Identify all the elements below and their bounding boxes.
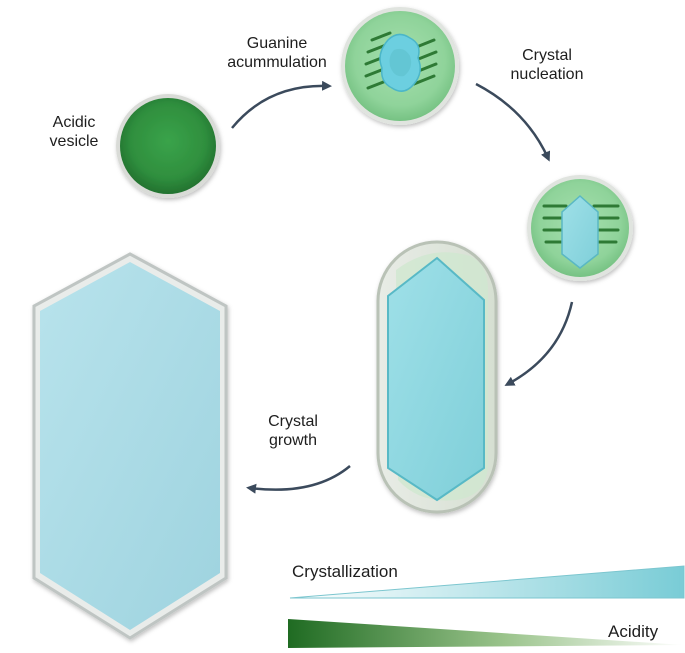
large-crystal [32,252,228,640]
label-crystal-growth: Crystal growth [258,412,328,450]
label-guanine-line1: Guanine [246,35,308,52]
label-nucleation-line1: Crystal [522,47,572,64]
arrow-accumulation [231,80,332,129]
label-growth-line1: Crystal [268,413,318,430]
label-acidic-vesicle-line1: Acidic [52,114,96,131]
growing-crystal-vesicle [376,240,498,514]
label-acidity: Acidity [608,622,659,641]
label-crystal-nucleation: Crystal nucleation [502,46,592,84]
label-acidic-vesicle: Acidic vesicle [44,113,104,151]
label-guanine-accumulation: Guanine acummulation [222,34,332,72]
crystallization-gradient [289,565,685,599]
arrow-growth-step [504,301,574,386]
guanine-vesicle [341,7,459,125]
label-acidic-vesicle-line2: vesicle [49,133,99,150]
label-guanine-line2: acummulation [227,54,327,71]
acidic-vesicle [116,94,220,198]
label-growth-line2: growth [268,432,318,449]
acidity-gradient [288,619,684,648]
nucleation-vesicle [527,175,633,281]
arrow-nucleation [475,82,551,162]
label-crystallization: Crystallization [292,562,398,581]
label-nucleation-line2: nucleation [510,66,584,83]
arrow-crystal-growth [246,465,351,494]
